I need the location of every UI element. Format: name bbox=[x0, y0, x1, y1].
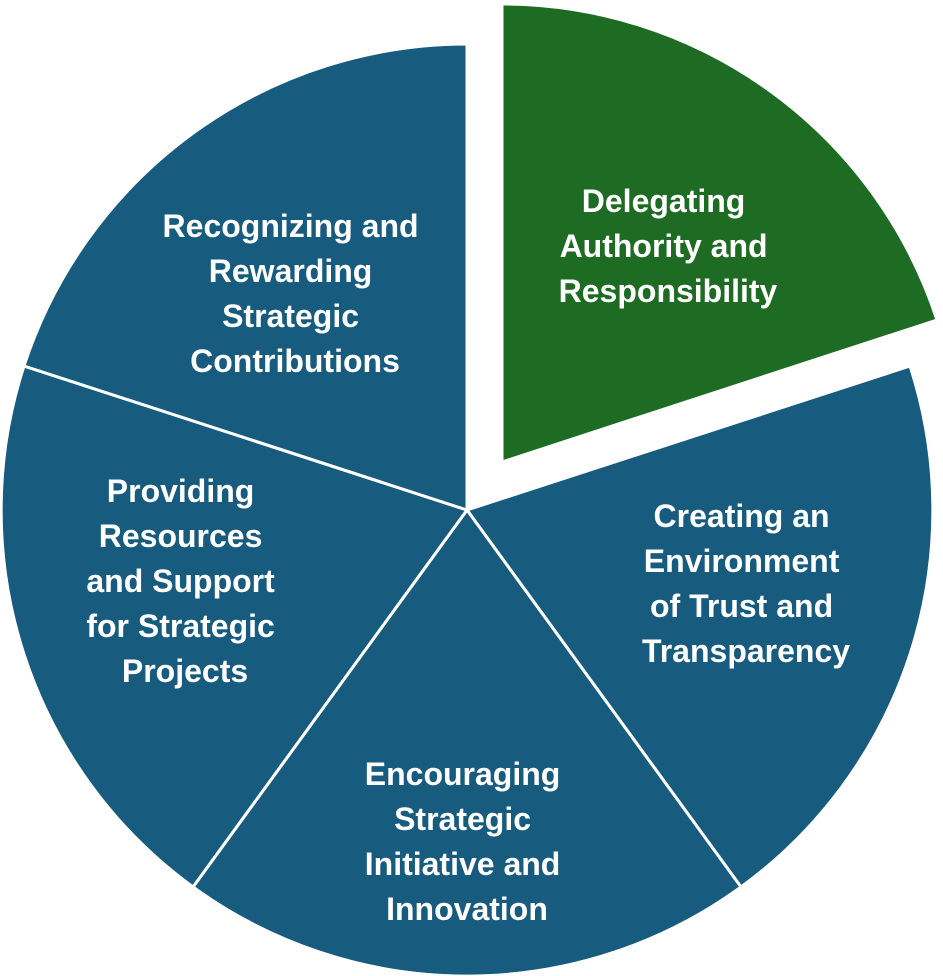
label-line: Resources bbox=[99, 518, 263, 554]
label-resources: Providing Resources and Support for Stra… bbox=[86, 473, 283, 689]
label-line: Innovation bbox=[386, 891, 548, 927]
label-line: Responsibility bbox=[559, 273, 778, 309]
label-line: Encouraging bbox=[365, 756, 561, 792]
slice-delegating bbox=[500, 2, 939, 465]
slice-trust bbox=[464, 364, 935, 890]
label-line: of Trust and bbox=[650, 588, 833, 624]
label-line: Initiative and bbox=[365, 846, 561, 882]
slice-resources bbox=[0, 364, 470, 890]
segment-recognition: Recognizing and Rewarding Strategic Cont… bbox=[22, 42, 469, 513]
label-line: Creating an bbox=[654, 498, 830, 534]
label-trust: Creating an Environment of Trust and Tra… bbox=[642, 498, 850, 669]
segment-initiative: Encouraging Strategic Initiative and Inn… bbox=[190, 507, 744, 976]
label-line: Delegating bbox=[582, 183, 746, 219]
segment-trust: Creating an Environment of Trust and Tra… bbox=[464, 364, 935, 890]
label-recognition: Recognizing and Rewarding Strategic Cont… bbox=[163, 208, 428, 379]
label-line: Projects bbox=[122, 653, 248, 689]
label-delegating: Delegating Authority and Responsibility bbox=[559, 183, 778, 309]
label-line: Strategic bbox=[394, 801, 531, 837]
label-initiative: Encouraging Strategic Initiative and Inn… bbox=[365, 756, 569, 927]
label-line: Rewarding bbox=[209, 253, 373, 289]
label-line: Strategic bbox=[222, 298, 359, 334]
label-line: for Strategic bbox=[86, 608, 274, 644]
label-line: Contributions bbox=[190, 343, 400, 379]
label-line: Environment bbox=[644, 543, 840, 579]
segment-delegating: Delegating Authority and Responsibility bbox=[500, 2, 939, 465]
label-line: Providing bbox=[107, 473, 255, 509]
label-line: and Support bbox=[86, 563, 275, 599]
segment-resources: Providing Resources and Support for Stra… bbox=[0, 364, 470, 890]
label-line: Transparency bbox=[642, 633, 850, 669]
slice-recognition bbox=[22, 42, 469, 513]
label-line: Recognizing and bbox=[163, 208, 419, 244]
label-line: Authority and bbox=[560, 228, 768, 264]
